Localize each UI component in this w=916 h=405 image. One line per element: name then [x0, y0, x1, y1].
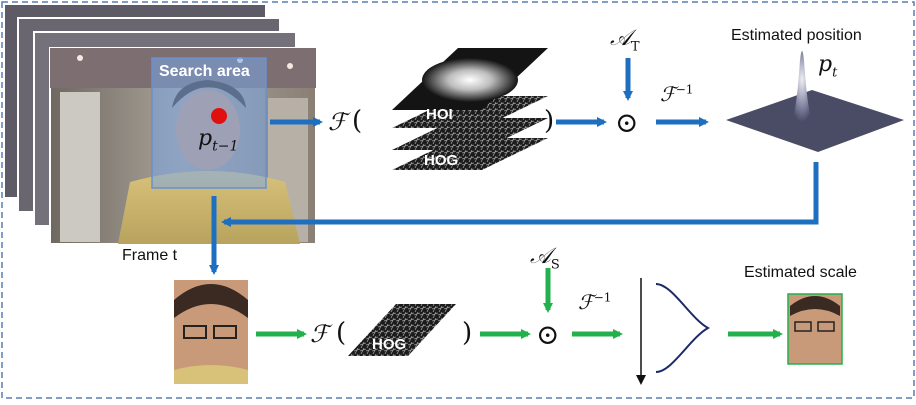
odot-bottom: ⊙ [536, 318, 560, 351]
response-surface [726, 51, 904, 152]
p-prev-sub: t−1 [212, 138, 239, 155]
a-t-base: 𝒜 [610, 26, 631, 51]
hog-label-bottom: HOG [372, 336, 407, 353]
scale-gaussian-curve [655, 283, 711, 373]
a-s-label: 𝒜S [530, 244, 560, 272]
a-t-label: 𝒜T [610, 26, 639, 54]
arrow-feedback [221, 162, 819, 227]
hog-label-top: HOG [424, 152, 459, 169]
close-paren-top: ) [544, 106, 555, 136]
target-position-dot [211, 108, 227, 124]
p-prev-base: p [198, 126, 213, 151]
a-s-sub: S [550, 257, 560, 273]
open-paren-bottom: ( [336, 318, 347, 348]
search-area-box [151, 57, 267, 189]
hoi-response-blob [422, 58, 518, 102]
inv-fourier-bottom: ℱ−1 [578, 290, 611, 314]
fourier-bottom: ℱ [310, 320, 329, 348]
inv-fourier-top: ℱ−1 [660, 82, 693, 106]
inv-fourier-bottom-base: ℱ [578, 290, 594, 314]
inv-fourier-top-exp: −1 [675, 82, 694, 97]
close-paren-bottom: ) [462, 318, 473, 348]
hog-layer-upper [392, 96, 548, 128]
response-plane [726, 90, 904, 152]
search-area-label: Search area [159, 63, 250, 80]
p-t-sub: t [832, 65, 838, 81]
estimated-scale-label: Estimated scale [744, 264, 857, 281]
face-crop-left [174, 280, 248, 384]
open-paren-top: ( [352, 106, 363, 136]
frame-t-label: Frame t [122, 247, 178, 264]
a-t-sub: T [630, 39, 640, 55]
inv-fourier-bottom-exp: −1 [593, 290, 612, 305]
fourier-top: ℱ [328, 108, 347, 136]
a-s-base: 𝒜 [530, 244, 551, 269]
estimated-position-label: Estimated position [731, 27, 862, 44]
hog-layer-scale [348, 304, 456, 356]
p-t-base: p [818, 52, 833, 77]
inv-fourier-top-base: ℱ [660, 82, 676, 106]
odot-top: ⊙ [615, 106, 639, 139]
hoi-label: HOI [426, 106, 453, 123]
hoi-hog-stack [392, 48, 548, 170]
response-peak [790, 51, 814, 122]
hog-layer-lower [392, 138, 548, 170]
p-prev-label: pt−1 [198, 126, 238, 154]
frame-stack [3, 3, 317, 245]
face-crop-estimated [787, 293, 843, 365]
p-t-label: pt [818, 52, 837, 80]
hog-layer-middle [392, 118, 548, 150]
